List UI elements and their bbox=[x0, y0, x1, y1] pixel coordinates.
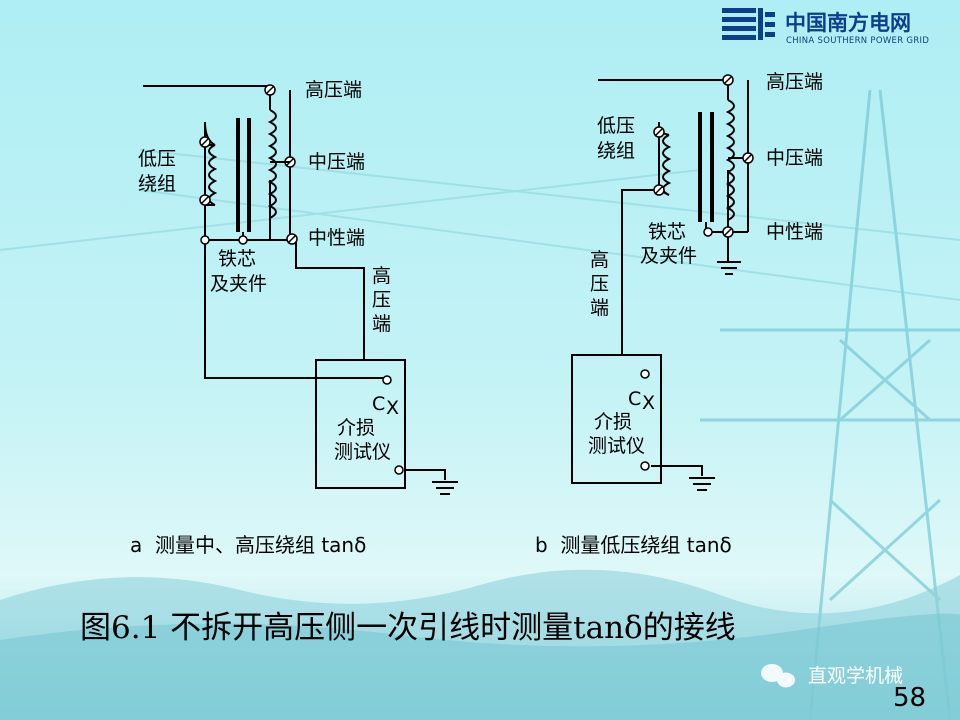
label-neutral-terminal: 中性端 bbox=[766, 221, 823, 243]
label-hv-lead-3: 端 bbox=[372, 313, 391, 335]
label-lv-winding-line2: 绕组 bbox=[597, 140, 635, 162]
label-instrument-line2: 测试仪 bbox=[334, 441, 391, 463]
ground-symbol-icon bbox=[717, 255, 741, 275]
label-cx: C bbox=[628, 388, 641, 410]
label-hv-terminal: 高压端 bbox=[766, 71, 823, 93]
diagram-a: 高压端 中压端 中性端 低压 绕组 铁芯 及夹件 高 压 端 C X 介损 测试… bbox=[130, 79, 458, 557]
label-hv-terminal: 高压端 bbox=[305, 79, 362, 101]
label-lv-winding-line1: 低压 bbox=[138, 148, 176, 170]
figure-title: 图6.1 不拆开高压侧一次引线时测量tanδ的接线 bbox=[80, 610, 736, 646]
label-mv-terminal: 中压端 bbox=[308, 151, 365, 173]
hv-mv-winding-coil-icon bbox=[267, 109, 277, 219]
label-instrument-line1: 介损 bbox=[594, 411, 632, 433]
dielectric-loss-tester-box bbox=[315, 359, 406, 489]
label-core-line2: 及夹件 bbox=[210, 273, 267, 295]
terminal-icon bbox=[640, 369, 650, 471]
label-lv-winding-line2: 绕组 bbox=[138, 173, 176, 195]
terminal-icon bbox=[382, 375, 404, 475]
lv-winding-coil-icon bbox=[662, 134, 672, 196]
terminal-icon bbox=[653, 74, 754, 238]
label-core-line1: 铁芯 bbox=[648, 221, 686, 243]
label-cx-sub: X bbox=[642, 392, 655, 414]
logo-name-en: CHINA SOUTHERN POWER GRID bbox=[786, 36, 929, 46]
label-core-line1: 铁芯 bbox=[218, 248, 256, 270]
label-cx-sub: X bbox=[386, 397, 399, 419]
label-cx: C bbox=[372, 393, 385, 415]
watermark: 直观学机械 bbox=[761, 664, 903, 688]
page-number: 58 bbox=[893, 683, 926, 713]
ground-symbol-icon bbox=[432, 481, 458, 495]
lv-winding-coil-icon bbox=[208, 144, 218, 206]
label-neutral-terminal: 中性端 bbox=[308, 227, 365, 249]
label-instrument-line2: 测试仪 bbox=[588, 435, 645, 457]
label-mv-terminal: 中压端 bbox=[766, 147, 823, 169]
diagram-b: 高压端 中压端 中性端 低压 绕组 铁芯 及夹件 高 压 端 C X 介损 测试… bbox=[535, 71, 823, 557]
caption-b: b 测量低压绕组 tanδ bbox=[535, 533, 732, 557]
label-hv-lead-2: 压 bbox=[590, 273, 609, 295]
label-hv-lead-3: 端 bbox=[590, 297, 609, 319]
caption-a: a 测量中、高压绕组 tanδ bbox=[130, 533, 366, 557]
hv-mv-winding-coil-icon bbox=[725, 99, 735, 173]
dielectric-loss-tester-box bbox=[571, 354, 662, 484]
ground-symbol-icon bbox=[689, 477, 715, 491]
label-hv-lead-2: 压 bbox=[372, 289, 391, 311]
logo-name-cn: 中国南方电网 bbox=[785, 11, 911, 35]
watermark-text: 直观学机械 bbox=[808, 665, 903, 687]
label-hv-lead-1: 高 bbox=[590, 249, 609, 271]
label-core-line2: 及夹件 bbox=[640, 245, 697, 267]
label-hv-lead-1: 高 bbox=[372, 265, 391, 287]
label-instrument-line1: 介损 bbox=[337, 417, 375, 439]
company-logo: 中国南方电网 CHINA SOUTHERN POWER GRID bbox=[722, 8, 929, 46]
logo-emblem-icon bbox=[722, 8, 775, 40]
label-lv-winding-line1: 低压 bbox=[597, 115, 635, 137]
wechat-icon bbox=[761, 664, 795, 688]
